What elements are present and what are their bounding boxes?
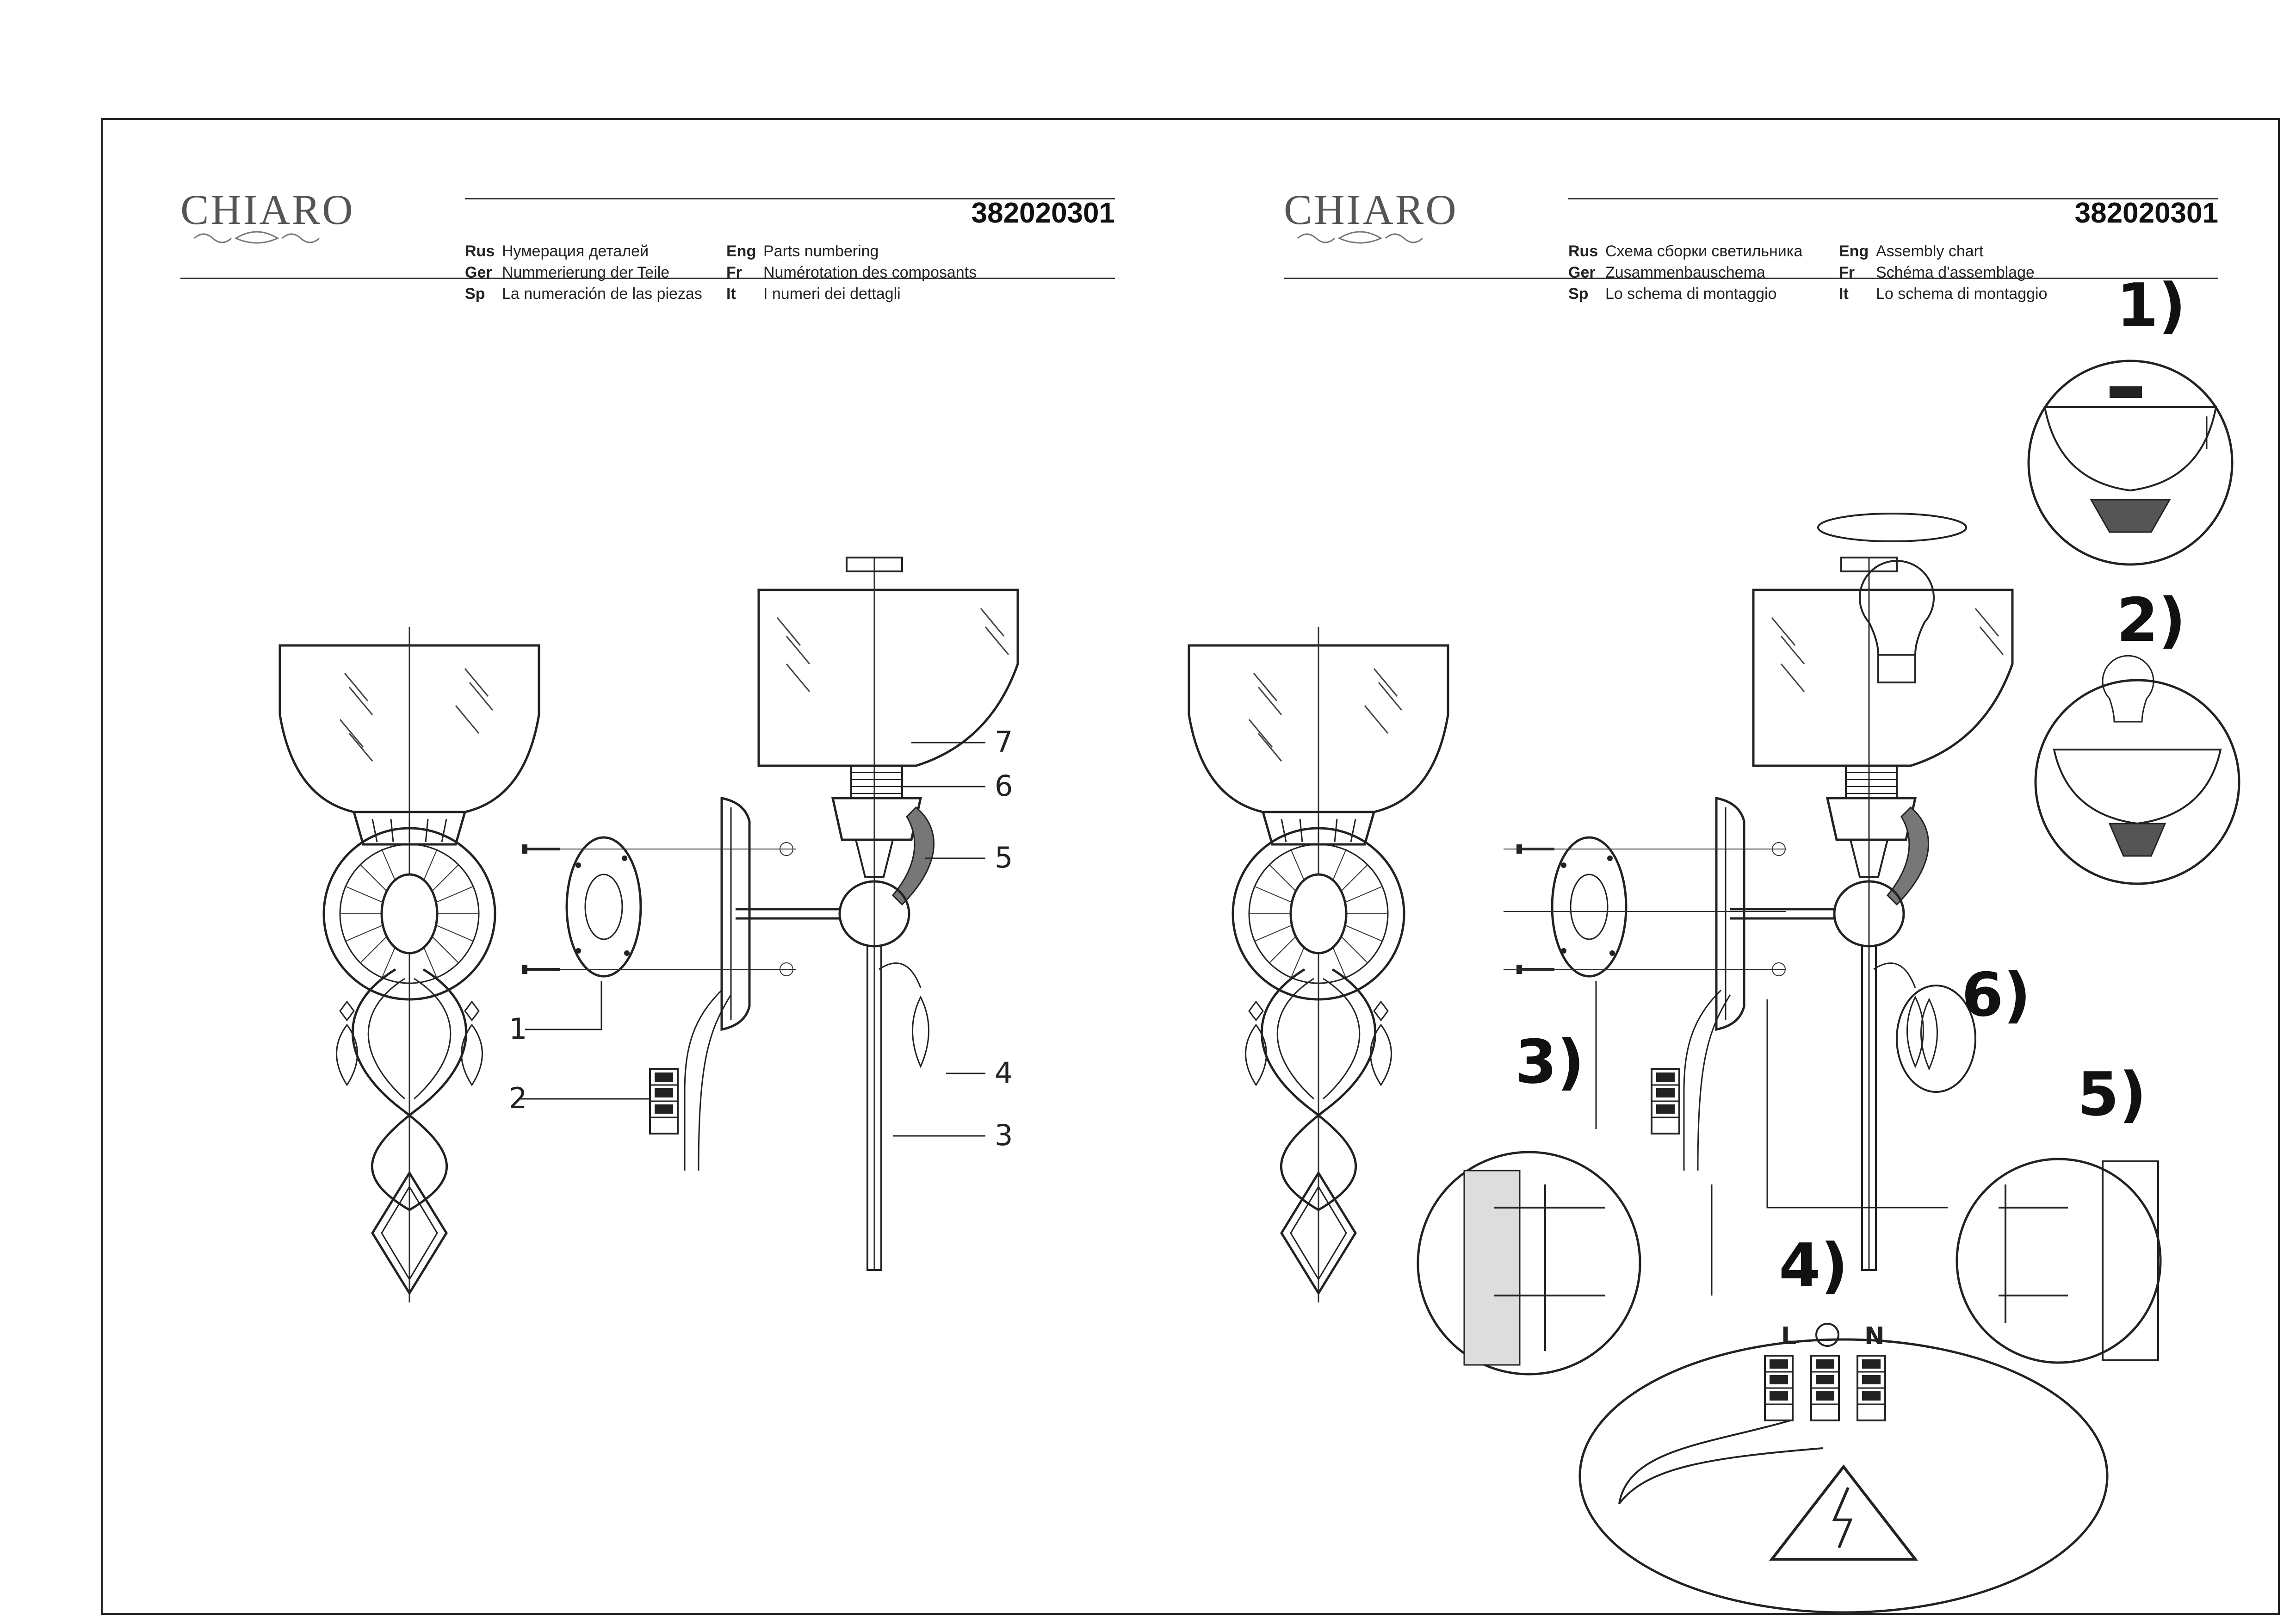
part-label-6: 6 — [995, 769, 1013, 803]
logo-flourish-icon — [1297, 231, 1423, 244]
part-label-2: 2 — [509, 1081, 527, 1115]
bulb-icon — [1859, 560, 1935, 683]
step-3-detail — [1417, 1151, 1641, 1376]
step-5-detail — [1956, 1158, 2162, 1364]
screw-icon — [522, 844, 560, 854]
header-rule-bottom — [1284, 278, 2218, 279]
step-label-4: 4) — [1779, 1230, 1848, 1301]
step-label-6: 6) — [1962, 960, 2031, 1030]
part-label-7: 7 — [995, 725, 1013, 759]
step-label-2: 2) — [2117, 585, 2186, 655]
terminal-block — [1651, 1068, 1680, 1134]
front-view-sconce — [1189, 627, 1448, 1302]
step-label-1: 1) — [2117, 270, 2186, 341]
step-label-3: 3) — [1515, 1027, 1584, 1097]
header-rule-bottom — [180, 278, 1115, 279]
logo-flourish-icon — [193, 231, 320, 244]
terminal-block — [649, 1068, 679, 1134]
page-frame — [101, 118, 2280, 1615]
brand-logo: CHIARO — [180, 186, 355, 233]
high-voltage-icon — [1832, 1487, 1853, 1549]
step-1-detail — [2027, 360, 2234, 566]
step-label-5: 5) — [2077, 1059, 2147, 1129]
terminal-label-N: N — [1864, 1322, 1885, 1350]
terminal-L — [1764, 1355, 1794, 1421]
ground-symbol-icon — [1815, 1323, 1839, 1347]
step-2-detail — [2034, 655, 2240, 885]
terminal-N — [1857, 1355, 1886, 1421]
article-code: 382020301 — [2074, 197, 2218, 229]
side-view-sconce — [722, 558, 1018, 1270]
mounting-plate — [1552, 837, 1626, 976]
header-rule-top — [1568, 198, 2218, 199]
screw-icon — [522, 965, 560, 974]
article-code: 382020301 — [971, 197, 1115, 229]
brand-logo: CHIARO — [1284, 186, 1458, 233]
dimension-lines — [560, 842, 796, 976]
side-view-sconce — [1716, 558, 2012, 1270]
dimension-lines — [1504, 842, 1786, 976]
step-4-detail — [1578, 1323, 2109, 1614]
part-label-5: 5 — [995, 841, 1013, 874]
part-label-4: 4 — [995, 1056, 1013, 1090]
rotate-arrow-icon — [1817, 513, 1968, 542]
assembly-leaders — [1595, 981, 1948, 1296]
part-leaders — [520, 742, 985, 1137]
terminal-ground — [1810, 1355, 1840, 1421]
step-6-detail — [1896, 985, 1976, 1093]
header-rule-top — [465, 198, 1115, 199]
front-view-sconce — [280, 627, 539, 1302]
terminal-label-L: L — [1781, 1322, 1796, 1350]
mounting-plate — [567, 837, 641, 976]
part-label-1: 1 — [509, 1012, 527, 1046]
part-label-3: 3 — [995, 1118, 1013, 1152]
